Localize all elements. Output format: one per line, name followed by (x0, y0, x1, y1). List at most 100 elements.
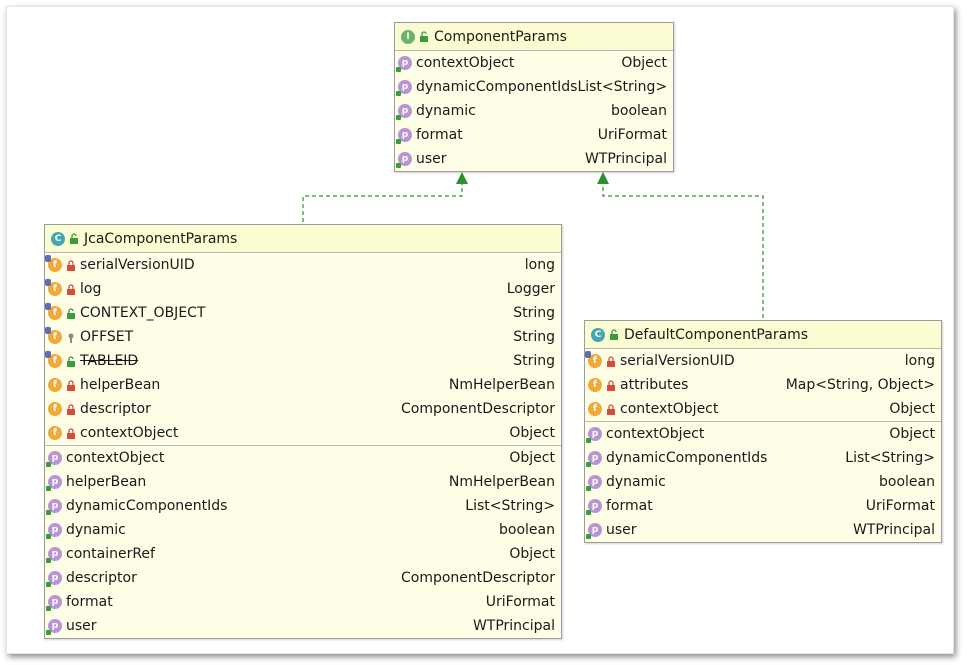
field-icon: f (585, 351, 602, 368)
getter-marker-icon (396, 67, 401, 72)
static-marker-icon (585, 351, 591, 358)
property-type: List<String> (577, 79, 668, 95)
public-access-icon (69, 233, 79, 244)
property-type: UriFormat (865, 498, 935, 514)
property-type: Object (509, 450, 555, 466)
field-icon: f (45, 279, 62, 296)
field-type: Map<String, Object> (785, 377, 935, 393)
getter-marker-icon (46, 606, 51, 611)
static-marker-icon (45, 279, 51, 286)
property-name: user (66, 618, 97, 634)
property-type: WTPrincipal (852, 522, 935, 538)
property-icon: p (586, 475, 602, 491)
property-type: Object (889, 426, 935, 442)
property-type: WTPrincipal (584, 151, 667, 167)
getter-marker-icon (586, 510, 591, 515)
private-access-icon (66, 379, 76, 391)
private-access-icon (66, 427, 76, 439)
property-icon: p (46, 451, 62, 467)
field-type: long (904, 353, 935, 369)
static-marker-icon (45, 303, 51, 310)
field-type: Logger (506, 281, 555, 297)
property-type: WTPrincipal (472, 618, 555, 634)
class-icon: C (591, 327, 605, 342)
private-access-icon (606, 403, 616, 415)
field-row[interactable]: f serialVersionUID long (585, 349, 941, 373)
property-icon: p (586, 451, 602, 467)
property-name: contextObject (416, 55, 515, 71)
field-icon: f (45, 327, 62, 344)
property-icon: p (586, 499, 602, 515)
property-icon: p (46, 499, 62, 515)
private-access-icon (606, 355, 616, 367)
field-name: serialVersionUID (620, 353, 735, 369)
property-name: containerRef (66, 546, 155, 562)
field-type: Object (509, 425, 555, 441)
property-name: dynamicComponentIds (66, 498, 228, 514)
class-icon: C (51, 231, 65, 246)
property-type: Object (509, 546, 555, 562)
getter-marker-icon (46, 630, 51, 635)
field-name: attributes (620, 377, 689, 393)
property-icon: p (46, 571, 62, 587)
field-name: descriptor (80, 401, 151, 417)
public-access-icon (66, 355, 76, 367)
field-type: ComponentDescriptor (400, 401, 555, 417)
getter-marker-icon (586, 462, 591, 467)
box-title: JcaComponentParams (84, 230, 238, 247)
property-name: contextObject (606, 426, 705, 442)
property-icon: p (396, 80, 412, 96)
getter-marker-icon (46, 582, 51, 587)
public-access-icon (609, 329, 619, 340)
package-access-icon (66, 332, 76, 343)
field-icon: f (45, 351, 62, 368)
property-name: dynamicComponentIds (606, 450, 768, 466)
property-type: List<String> (845, 450, 935, 466)
property-name: descriptor (66, 570, 137, 586)
private-access-icon (606, 379, 616, 391)
property-icon: p (396, 56, 412, 72)
field-type: Object (889, 401, 935, 417)
box-title: ComponentParams (434, 28, 567, 45)
field-name: helperBean (80, 377, 161, 393)
property-name: format (606, 498, 653, 514)
getter-marker-icon (586, 486, 591, 491)
property-icon: p (46, 595, 62, 611)
property-name: user (606, 522, 637, 538)
